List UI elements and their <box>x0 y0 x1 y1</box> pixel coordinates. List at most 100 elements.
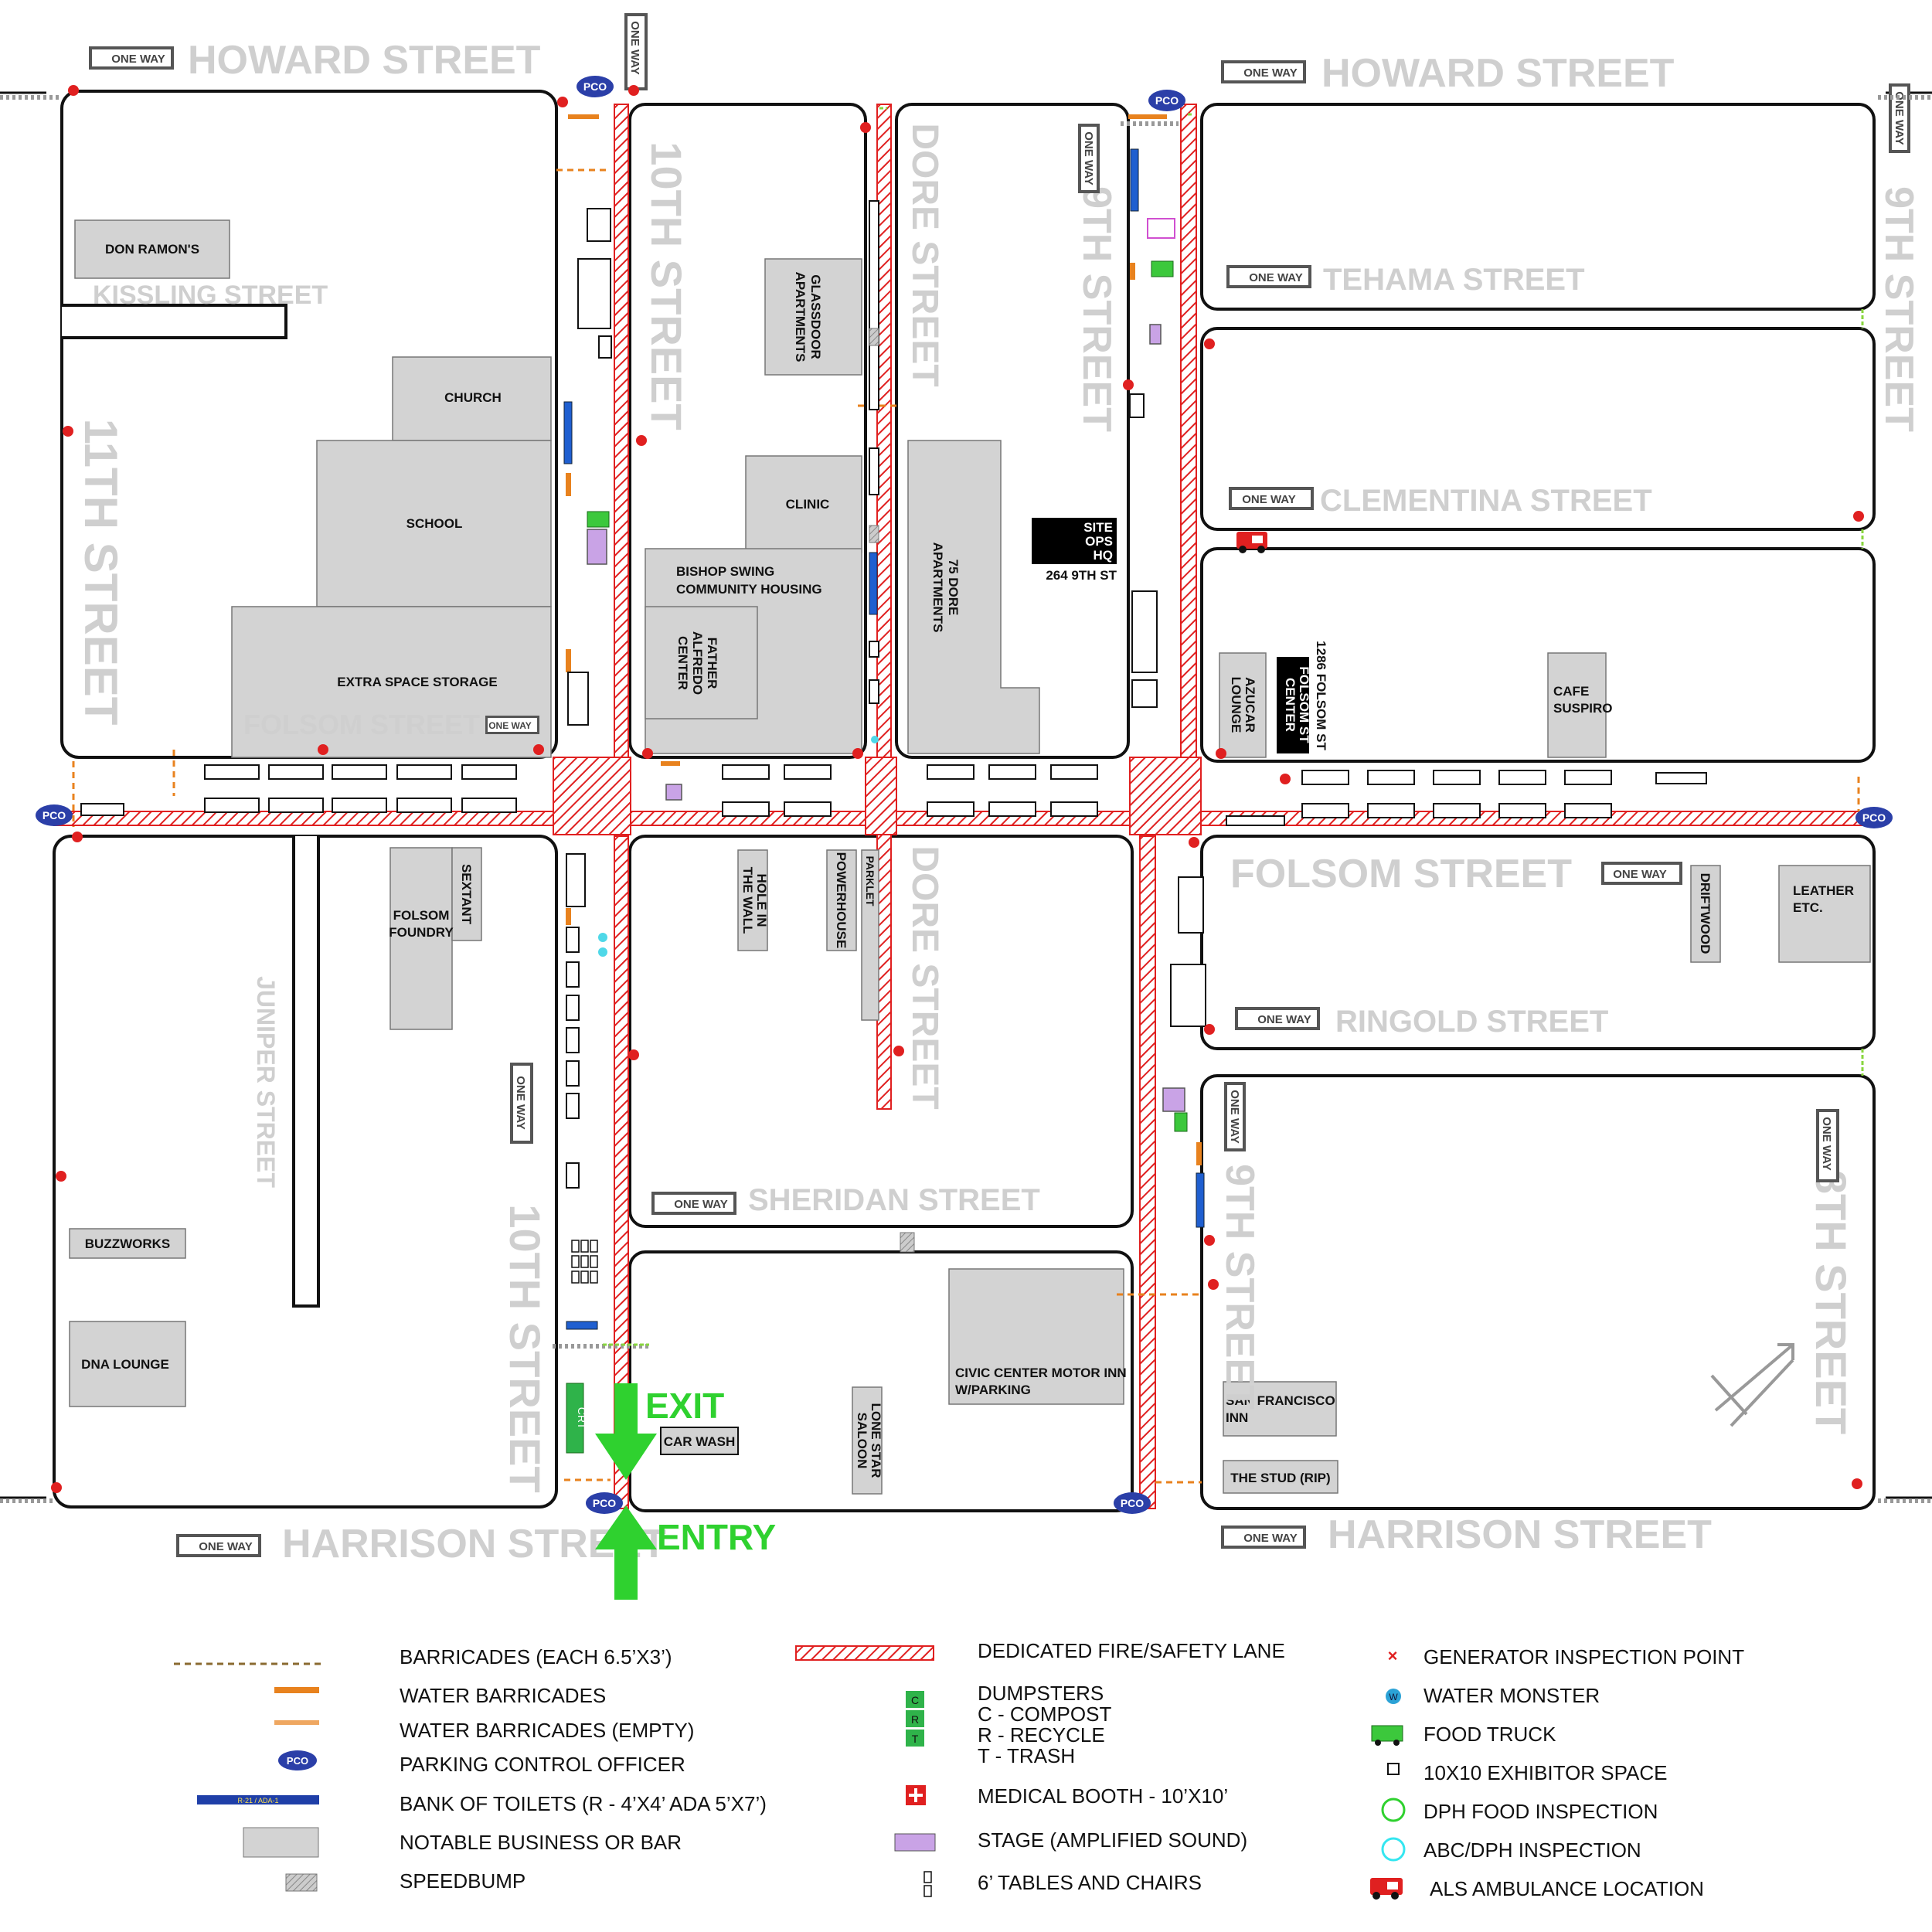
legend-ambulance: ALS AMBULANCE LOCATION <box>1430 1877 1704 1900</box>
legend-water-monster: WATER MONSTER <box>1423 1684 1600 1707</box>
table-cluster <box>571 1240 598 1284</box>
one-way-sign-harrison-right: ONE WAY <box>1221 1526 1306 1549</box>
legend-tables-icon <box>923 1871 932 1897</box>
legend-toilets: BANK OF TOILETS (R - 4’X4’ ADA 5’X7’) <box>400 1792 767 1815</box>
label-dore-apts-2: APARTMENTS <box>930 543 945 633</box>
legend-food-truck: FOOD TRUCK <box>1423 1723 1556 1746</box>
business-buzzworks <box>69 1228 186 1259</box>
business-sf-inn <box>1223 1381 1337 1437</box>
business-hole-in-the-wall <box>737 849 768 951</box>
label-car-wash: CAR WASH <box>664 1434 736 1449</box>
label-father-2: ALFREDO <box>690 631 705 695</box>
svg-text:ONE WAY: ONE WAY <box>674 1198 727 1211</box>
one-way-sign-9th-lower: ONE WAY <box>1224 1082 1246 1151</box>
one-way-sign-howard-left: ONE WAY <box>89 46 174 70</box>
fire-lane-9th-north <box>1180 104 1197 758</box>
dumpster-crt: CRT <box>566 1383 588 1454</box>
legend-fire-lane-icon <box>795 1645 934 1661</box>
fire-lane-10th-north <box>614 104 629 758</box>
pco-badge-howard-9th: PCO <box>1148 90 1185 111</box>
table-rows <box>80 764 1707 826</box>
legend-stage-icon <box>894 1833 936 1852</box>
business-dore-apts <box>907 440 1040 754</box>
street-juniper: JUNIPER STREET <box>252 976 280 1188</box>
legend-generator: GENERATOR INSPECTION POINT <box>1423 1645 1744 1668</box>
label-folsom-foundry-2: FOUNDRY <box>389 925 454 940</box>
street-clementina: CLEMENTINA STREET <box>1320 484 1652 518</box>
svg-text:ONE WAY: ONE WAY <box>1082 131 1095 185</box>
svg-text:ONE WAY: ONE WAY <box>628 21 641 74</box>
pco-badge-harrison-9th: PCO <box>1114 1492 1151 1514</box>
businesses <box>69 219 1871 1495</box>
business-school <box>316 440 552 607</box>
block-howard-tehama <box>1200 103 1876 311</box>
svg-text:PCO: PCO <box>583 80 607 93</box>
street-10th-lower: 10TH STREET <box>501 1204 549 1492</box>
business-father-alfredo <box>645 606 758 719</box>
ambulance-icon <box>1236 532 1267 553</box>
city-blocks <box>53 90 1876 1512</box>
street-labels: HOWARD STREET HOWARD STREET KISSLING STR… <box>75 38 1921 1566</box>
street-tehama: TEHAMA STREET <box>1323 263 1585 297</box>
street-harrison-right: HARRISON STREET <box>1328 1512 1712 1557</box>
legend-water-monster-icon: W <box>1386 1689 1401 1704</box>
svg-text:ONE WAY: ONE WAY <box>1243 1532 1297 1545</box>
intersection-9th-folsom <box>1129 757 1202 835</box>
block-tehama-clementina <box>1200 327 1876 531</box>
block-tenth-dore-north <box>628 103 867 759</box>
legend-speedbump: SPEEDBUMP <box>400 1869 526 1893</box>
pco-badge-folsom-11th: PCO <box>36 804 73 826</box>
label-civic-1: CIVIC CENTER MOTOR INN <box>955 1366 1127 1380</box>
label-azucar-1: AZUCAR <box>1243 677 1257 733</box>
label-leather-2: ETC. <box>1793 900 1823 915</box>
svg-text:W: W <box>1389 1692 1398 1702</box>
svg-text:T: T <box>912 1733 919 1745</box>
one-way-sign-10th-top: ONE WAY <box>624 13 648 90</box>
legend: PCO R-21 / ADA-1 BARRICADES (EACH 6.5’X3… <box>174 1639 1744 1900</box>
street-11th: 11TH STREET <box>75 419 127 726</box>
food-trucks <box>587 260 1188 1132</box>
legend-trash: T - TRASH <box>978 1744 1075 1767</box>
intersection-dore-folsom <box>865 757 897 835</box>
entry-arrow-icon <box>595 1505 657 1600</box>
svg-text:PCO: PCO <box>1155 94 1179 107</box>
exit-label: EXIT <box>645 1386 724 1426</box>
svg-text:ONE WAY: ONE WAY <box>1893 91 1906 145</box>
business-folsom-foundry <box>389 847 453 1030</box>
label-cafe-1: CAFE <box>1553 684 1589 699</box>
label-cafe-2: SUSPIRO <box>1553 701 1613 716</box>
label-powerhouse: POWERHOUSE <box>834 852 849 949</box>
label-parklet: PARKLET <box>864 855 876 906</box>
legend-water-barricades: WATER BARRICADES <box>400 1684 606 1707</box>
svg-text:ONE WAY: ONE WAY <box>1243 66 1297 80</box>
one-way-sign-10th-lower: ONE WAY <box>510 1063 533 1144</box>
label-glassdoor-1: GLASSDOOR <box>808 274 823 359</box>
legend-speedbump-icon <box>285 1873 318 1892</box>
water-barricades <box>566 114 1202 1165</box>
intersection-10th-folsom <box>553 757 631 835</box>
svg-text:ONE WAY: ONE WAY <box>1228 1090 1241 1143</box>
legend-water-barricade-icon <box>274 1687 319 1693</box>
svg-text:R: R <box>911 1713 919 1726</box>
label-azucar-2: LOUNGE <box>1229 677 1243 733</box>
pco-badges: PCO PCO PCO PCO PCO PCO <box>36 76 1893 1514</box>
legend-recycle: R - RECYCLE <box>978 1723 1105 1747</box>
business-glassdoor <box>764 258 862 376</box>
barricade-lines <box>0 95 1932 1503</box>
street-9th-upper: 9TH STREET <box>1074 186 1119 432</box>
exhibitor-spaces <box>566 200 1206 1189</box>
water-monsters <box>598 736 879 957</box>
business-lonestar <box>852 1386 883 1495</box>
one-way-sign-harrison-left: ONE WAY <box>176 1534 261 1557</box>
street-howard-left: HOWARD STREET <box>188 38 541 83</box>
label-folsom-foundry-1: FOLSOM <box>393 908 450 923</box>
pco-badge-folsom-8th: PCO <box>1855 807 1893 828</box>
business-sextant <box>451 847 482 941</box>
business-labels: DON RAMON'S CHURCH SCHOOL EXTRA SPACE ST… <box>81 242 1854 1485</box>
legend-water-barricade-empty-icon <box>274 1720 319 1725</box>
business-powerhouse <box>826 849 857 951</box>
north-arrow-icon <box>1710 1343 1794 1427</box>
svg-text:ONE WAY: ONE WAY <box>111 53 165 66</box>
business-car-wash <box>660 1427 739 1455</box>
